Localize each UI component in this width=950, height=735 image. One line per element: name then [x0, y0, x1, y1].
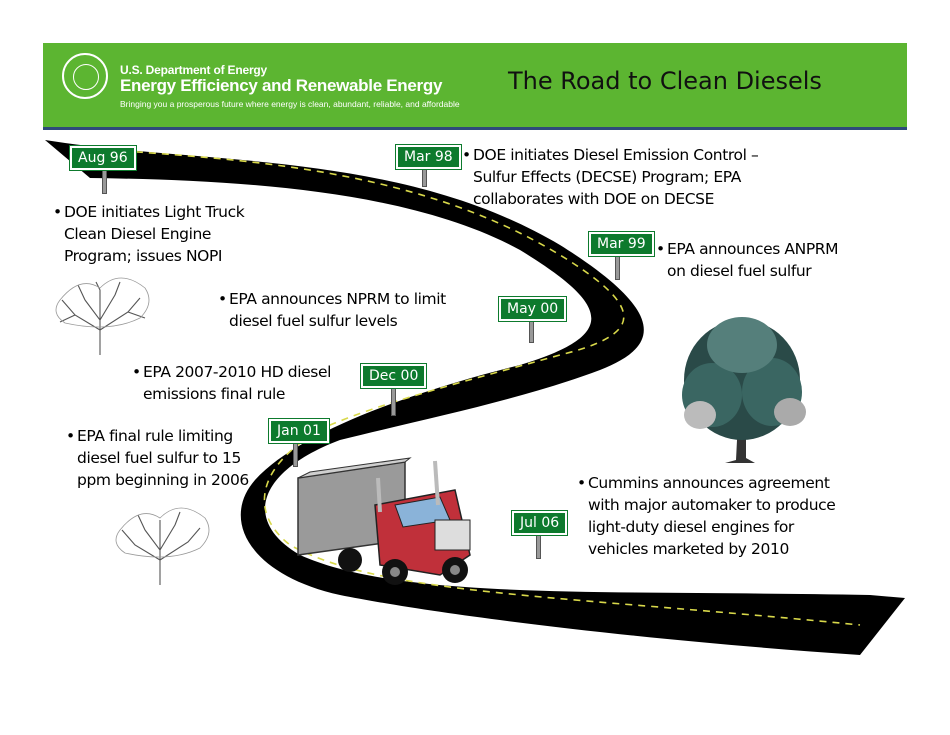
note-line: Sulfur Effects (DECSE) Program; EPA [473, 168, 741, 186]
note-line: light-duty diesel engines for [588, 518, 794, 536]
bullet-icon: • [462, 146, 471, 164]
bullet-icon: • [218, 290, 227, 308]
doe-seal-icon [62, 53, 108, 99]
milestone-date: Mar 98 [395, 144, 462, 170]
page-title: The Road to Clean Diesels [508, 67, 822, 95]
org-name: U.S. Department of Energy [120, 63, 268, 77]
milestone-date: Dec 00 [359, 363, 428, 389]
note-line: DOE initiates Diesel Emission Control – [473, 146, 759, 164]
bullet-icon: • [53, 203, 62, 221]
sign-pole [529, 321, 534, 343]
milestone-note: • EPA 2007-2010 HD diesel emissions fina… [132, 361, 332, 405]
leafy-tree-icon [682, 317, 806, 463]
note-line: emissions final rule [143, 385, 286, 403]
note-line: EPA announces ANPRM [667, 240, 839, 258]
note-line: EPA final rule limiting [77, 427, 233, 445]
sign-pole [536, 533, 541, 559]
road [45, 140, 905, 655]
note-line: EPA announces NPRM to limit [229, 290, 446, 308]
note-line: collaborates with DOE on DECSE [473, 190, 715, 208]
bullet-icon: • [66, 427, 75, 445]
sign-pole [391, 388, 396, 416]
sign-pole [615, 254, 620, 280]
milestone-note: • DOE initiates Diesel Emission Control … [462, 144, 759, 210]
org-division: Energy Efficiency and Renewable Energy [120, 76, 443, 95]
bullet-icon: • [132, 363, 141, 381]
milestone-note: • Cummins announces agreement with major… [577, 472, 836, 560]
bullet-icon: • [577, 474, 586, 492]
sign-pole [102, 170, 107, 194]
milestone-note: • EPA announces ANPRM on diesel fuel sul… [656, 238, 839, 282]
bare-tree-icon [115, 507, 210, 585]
note-line: Cummins announces agreement [588, 474, 830, 492]
org-tagline: Bringing you a prosperous future where e… [120, 99, 460, 109]
milestone-date: Jan 01 [268, 418, 330, 444]
bare-tree-icon [55, 277, 150, 355]
header-divider [43, 127, 907, 130]
bullet-icon: • [656, 240, 665, 258]
milestone-date: Mar 99 [588, 231, 655, 257]
note-line: diesel fuel sulfur to 15 [77, 449, 241, 467]
note-line: vehicles marketed by 2010 [588, 540, 789, 558]
note-line: diesel fuel sulfur levels [229, 312, 398, 330]
note-line: ppm beginning in 2006 [77, 471, 249, 489]
note-line: Clean Diesel Engine [64, 225, 212, 243]
sign-pole [293, 441, 298, 467]
note-line: Program; issues NOPI [64, 247, 223, 265]
milestone-date: Jul 06 [510, 510, 569, 536]
note-line: on diesel fuel sulfur [667, 262, 812, 280]
milestone-date: Aug 96 [69, 145, 137, 171]
milestone-note: • DOE initiates Light Truck Clean Diesel… [53, 201, 245, 267]
note-line: EPA 2007-2010 HD diesel [143, 363, 332, 381]
milestone-note: • EPA final rule limiting diesel fuel su… [66, 425, 249, 491]
sign-pole [422, 167, 427, 187]
road-center-line [109, 149, 861, 626]
header-banner [43, 43, 907, 129]
note-line: DOE initiates Light Truck [64, 203, 245, 221]
truck-icon [297, 457, 471, 585]
note-line: with major automaker to produce [588, 496, 836, 514]
milestone-note: • EPA announces NPRM to limit diesel fue… [218, 288, 446, 332]
milestone-date: May 00 [497, 296, 568, 322]
